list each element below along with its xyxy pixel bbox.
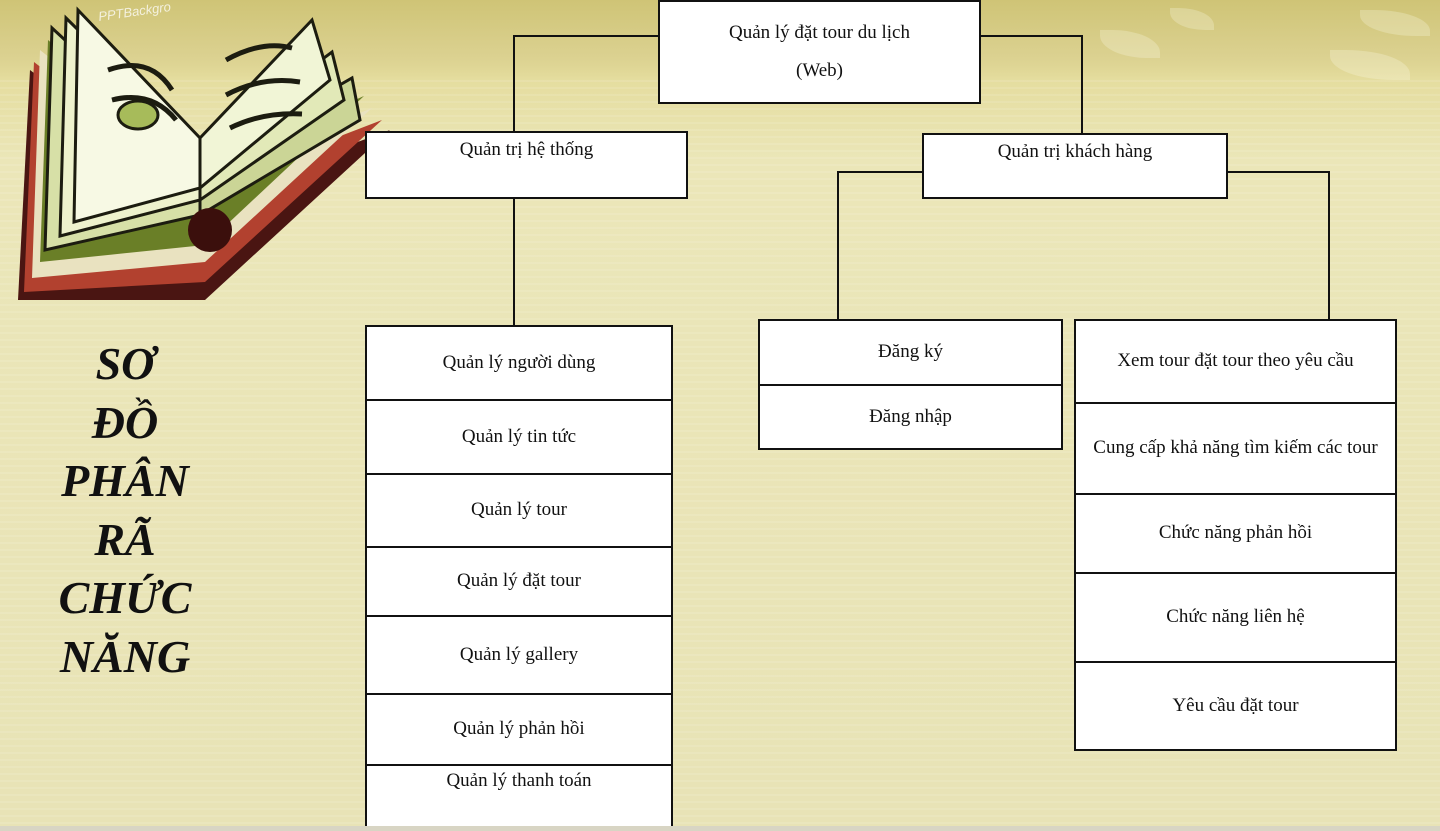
customer-function-label: Chức năng phản hồi xyxy=(1158,522,1313,544)
admin-item-feedback: Quản lý phản hồi xyxy=(365,693,673,766)
admin-item-label: Quản lý đặt tour xyxy=(456,570,581,592)
customer-function-label: Chức năng liên hệ xyxy=(1166,606,1305,628)
customer-function-view-tour: Xem tour đặt tour theo yêu cầu xyxy=(1074,319,1397,404)
admin-item-label: Quản lý phản hồi xyxy=(453,718,585,740)
admin-item-label: Quản lý thanh toán xyxy=(446,770,592,791)
slide-title-line: NĂNG xyxy=(59,630,191,682)
admin-item-bookings: Quản lý đặt tour xyxy=(365,546,673,617)
admin-item-label: Quản lý tin tức xyxy=(461,425,577,447)
customer-account-login: Đăng nhập xyxy=(758,384,1063,450)
bottom-edge xyxy=(0,826,1440,831)
slide-title-line: SƠ xyxy=(95,338,155,389)
root-node-subtitle: (Web) xyxy=(796,60,843,81)
customer-node-label: Quản trị khách hàng xyxy=(997,141,1153,162)
customer-account-label: Đăng ký xyxy=(878,341,943,363)
admin-item-news: Quản lý tin tức xyxy=(365,399,673,475)
admin-item-tours: Quản lý tour xyxy=(365,473,673,548)
root-node: Quản lý đặt tour du lịch (Web) xyxy=(658,0,981,104)
admin-node: Quản trị hệ thống xyxy=(365,131,688,199)
admin-item-gallery: Quản lý gallery xyxy=(365,615,673,695)
admin-item-label: Quản lý gallery xyxy=(459,643,579,665)
customer-function-booking-request: Yêu cầu đặt tour xyxy=(1074,661,1397,751)
customer-function-label: Cung cấp khả năng tìm kiếm các tour xyxy=(1093,437,1378,459)
customer-function-search: Cung cấp khả năng tìm kiếm các tour xyxy=(1074,402,1397,495)
admin-item-label: Quản lý tour xyxy=(470,499,568,521)
customer-function-contact: Chức năng liên hệ xyxy=(1074,572,1397,663)
slide-title-line: PHÂN xyxy=(61,455,189,506)
customer-account-register: Đăng ký xyxy=(758,319,1063,386)
customer-function-feedback: Chức năng phản hồi xyxy=(1074,493,1397,574)
open-book-icon xyxy=(18,6,390,300)
decorative-leaf xyxy=(1170,8,1214,30)
admin-item-label: Quản lý người dùng xyxy=(442,351,596,373)
root-node-title: Quản lý đặt tour du lịch xyxy=(729,22,910,43)
customer-node: Quản trị khách hàng xyxy=(922,133,1228,199)
admin-item-payments: Quản lý thanh toán xyxy=(365,764,673,831)
slide-title-line: ĐỒ xyxy=(91,396,159,448)
slide-title-line: RÃ xyxy=(94,513,156,565)
slide-title: SƠ ĐỒ PHÂN RÃ CHỨC NĂNG xyxy=(30,335,220,686)
slide-title-line: CHỨC xyxy=(58,572,192,623)
customer-function-label: Yêu cầu đặt tour xyxy=(1172,694,1299,716)
customer-function-label: Xem tour đặt tour theo yêu cầu xyxy=(1117,350,1354,372)
customer-account-label: Đăng nhập xyxy=(869,405,952,427)
admin-node-label: Quản trị hệ thống xyxy=(459,139,594,160)
admin-item-users: Quản lý người dùng xyxy=(365,325,673,401)
